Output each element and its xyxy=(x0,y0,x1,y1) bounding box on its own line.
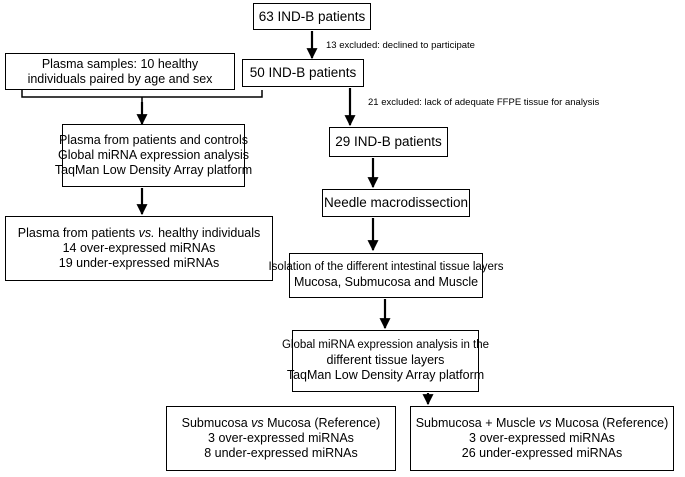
submuscle-line2: 3 over-expressed miRNAs xyxy=(469,431,615,446)
box-global-analysis: Global miRNA expression analysis in the … xyxy=(282,330,489,392)
note-13-excluded: 13 excluded: declined to participate xyxy=(326,40,475,51)
box-plasma-analysis: Plasma from patients and controls Global… xyxy=(55,124,252,187)
box-isolation: Isolation of the different intestinal ti… xyxy=(268,253,504,298)
note-21-excluded: 21 excluded: lack of adequate FFPE tissu… xyxy=(368,97,600,108)
box-plasma-results: Plasma from patients vs. healthy individ… xyxy=(5,216,273,281)
plasma-analysis-line3: TaqMan Low Density Array platform xyxy=(54,162,253,177)
box-plasma-samples: Plasma samples: 10 healthy individuals p… xyxy=(5,53,235,90)
plasma-results-line1-b: healthy individuals xyxy=(154,226,261,241)
plasma-results-line2: 14 over-expressed miRNAs xyxy=(62,241,216,256)
box-29-text: 29 IND-B patients xyxy=(335,134,442,150)
isolation-line2: Mucosa, Submucosa and Muscle xyxy=(293,274,479,289)
global-line3: TaqMan Low Density Array platform xyxy=(286,367,485,382)
needle-text: Needle macrodissection xyxy=(323,195,469,211)
global-line1: Global miRNA expression analysis in the xyxy=(281,339,490,352)
plasma-results-line1: Plasma from patients vs. healthy individ… xyxy=(18,226,261,241)
submucosa-line2: 3 over-expressed miRNAs xyxy=(208,431,354,446)
submucosa-line1-vs: vs xyxy=(251,416,264,431)
submucosa-line3: 8 under-expressed miRNAs xyxy=(204,445,358,460)
plasma-results-line1-a: Plasma from patients xyxy=(17,226,139,241)
box-needle-macrodissection: Needle macrodissection xyxy=(322,189,470,217)
box-63-patients: 63 IND-B patients xyxy=(253,3,371,30)
isolation-line1: Isolation of the different intestinal ti… xyxy=(268,261,504,274)
submuscle-line1-vs: vs xyxy=(539,416,552,431)
box-50-text: 50 IND-B patients xyxy=(249,65,357,81)
submucosa-line1-b: Mucosa (Reference) xyxy=(263,416,381,431)
plasma-analysis-line2: Global miRNA expression analysis xyxy=(57,148,250,163)
submuscle-line1-a: Submucosa + Muscle xyxy=(415,416,540,431)
box-63-text: 63 IND-B patients xyxy=(258,8,366,24)
box-submucosa-vs-mucosa: Submucosa vs Mucosa (Reference) 3 over-e… xyxy=(166,406,396,471)
submucosa-line1-a: Submucosa xyxy=(181,416,252,431)
plasma-samples-line2: individuals paired by age and sex xyxy=(27,71,213,86)
plasma-results-line3: 19 under-expressed miRNAs xyxy=(58,255,220,270)
box-submucosa-muscle-vs-mucosa: Submucosa + Muscle vs Mucosa (Reference)… xyxy=(410,406,674,471)
submuscle-line3: 26 under-expressed miRNAs xyxy=(461,445,623,460)
submuscle-line1-b: Mucosa (Reference) xyxy=(551,416,669,431)
plasma-samples-line1: Plasma samples: 10 healthy xyxy=(41,56,199,71)
bracket-merge xyxy=(21,90,263,102)
box-29-patients: 29 IND-B patients xyxy=(329,127,448,157)
global-line2: different tissue layers xyxy=(326,353,445,368)
submucosa-line1: Submucosa vs Mucosa (Reference) xyxy=(182,416,381,431)
submuscle-line1: Submucosa + Muscle vs Mucosa (Reference) xyxy=(416,416,669,431)
plasma-analysis-line1: Plasma from patients and controls xyxy=(59,133,248,148)
plasma-results-line1-vs: vs. xyxy=(138,226,155,241)
box-50-patients: 50 IND-B patients xyxy=(242,59,364,87)
